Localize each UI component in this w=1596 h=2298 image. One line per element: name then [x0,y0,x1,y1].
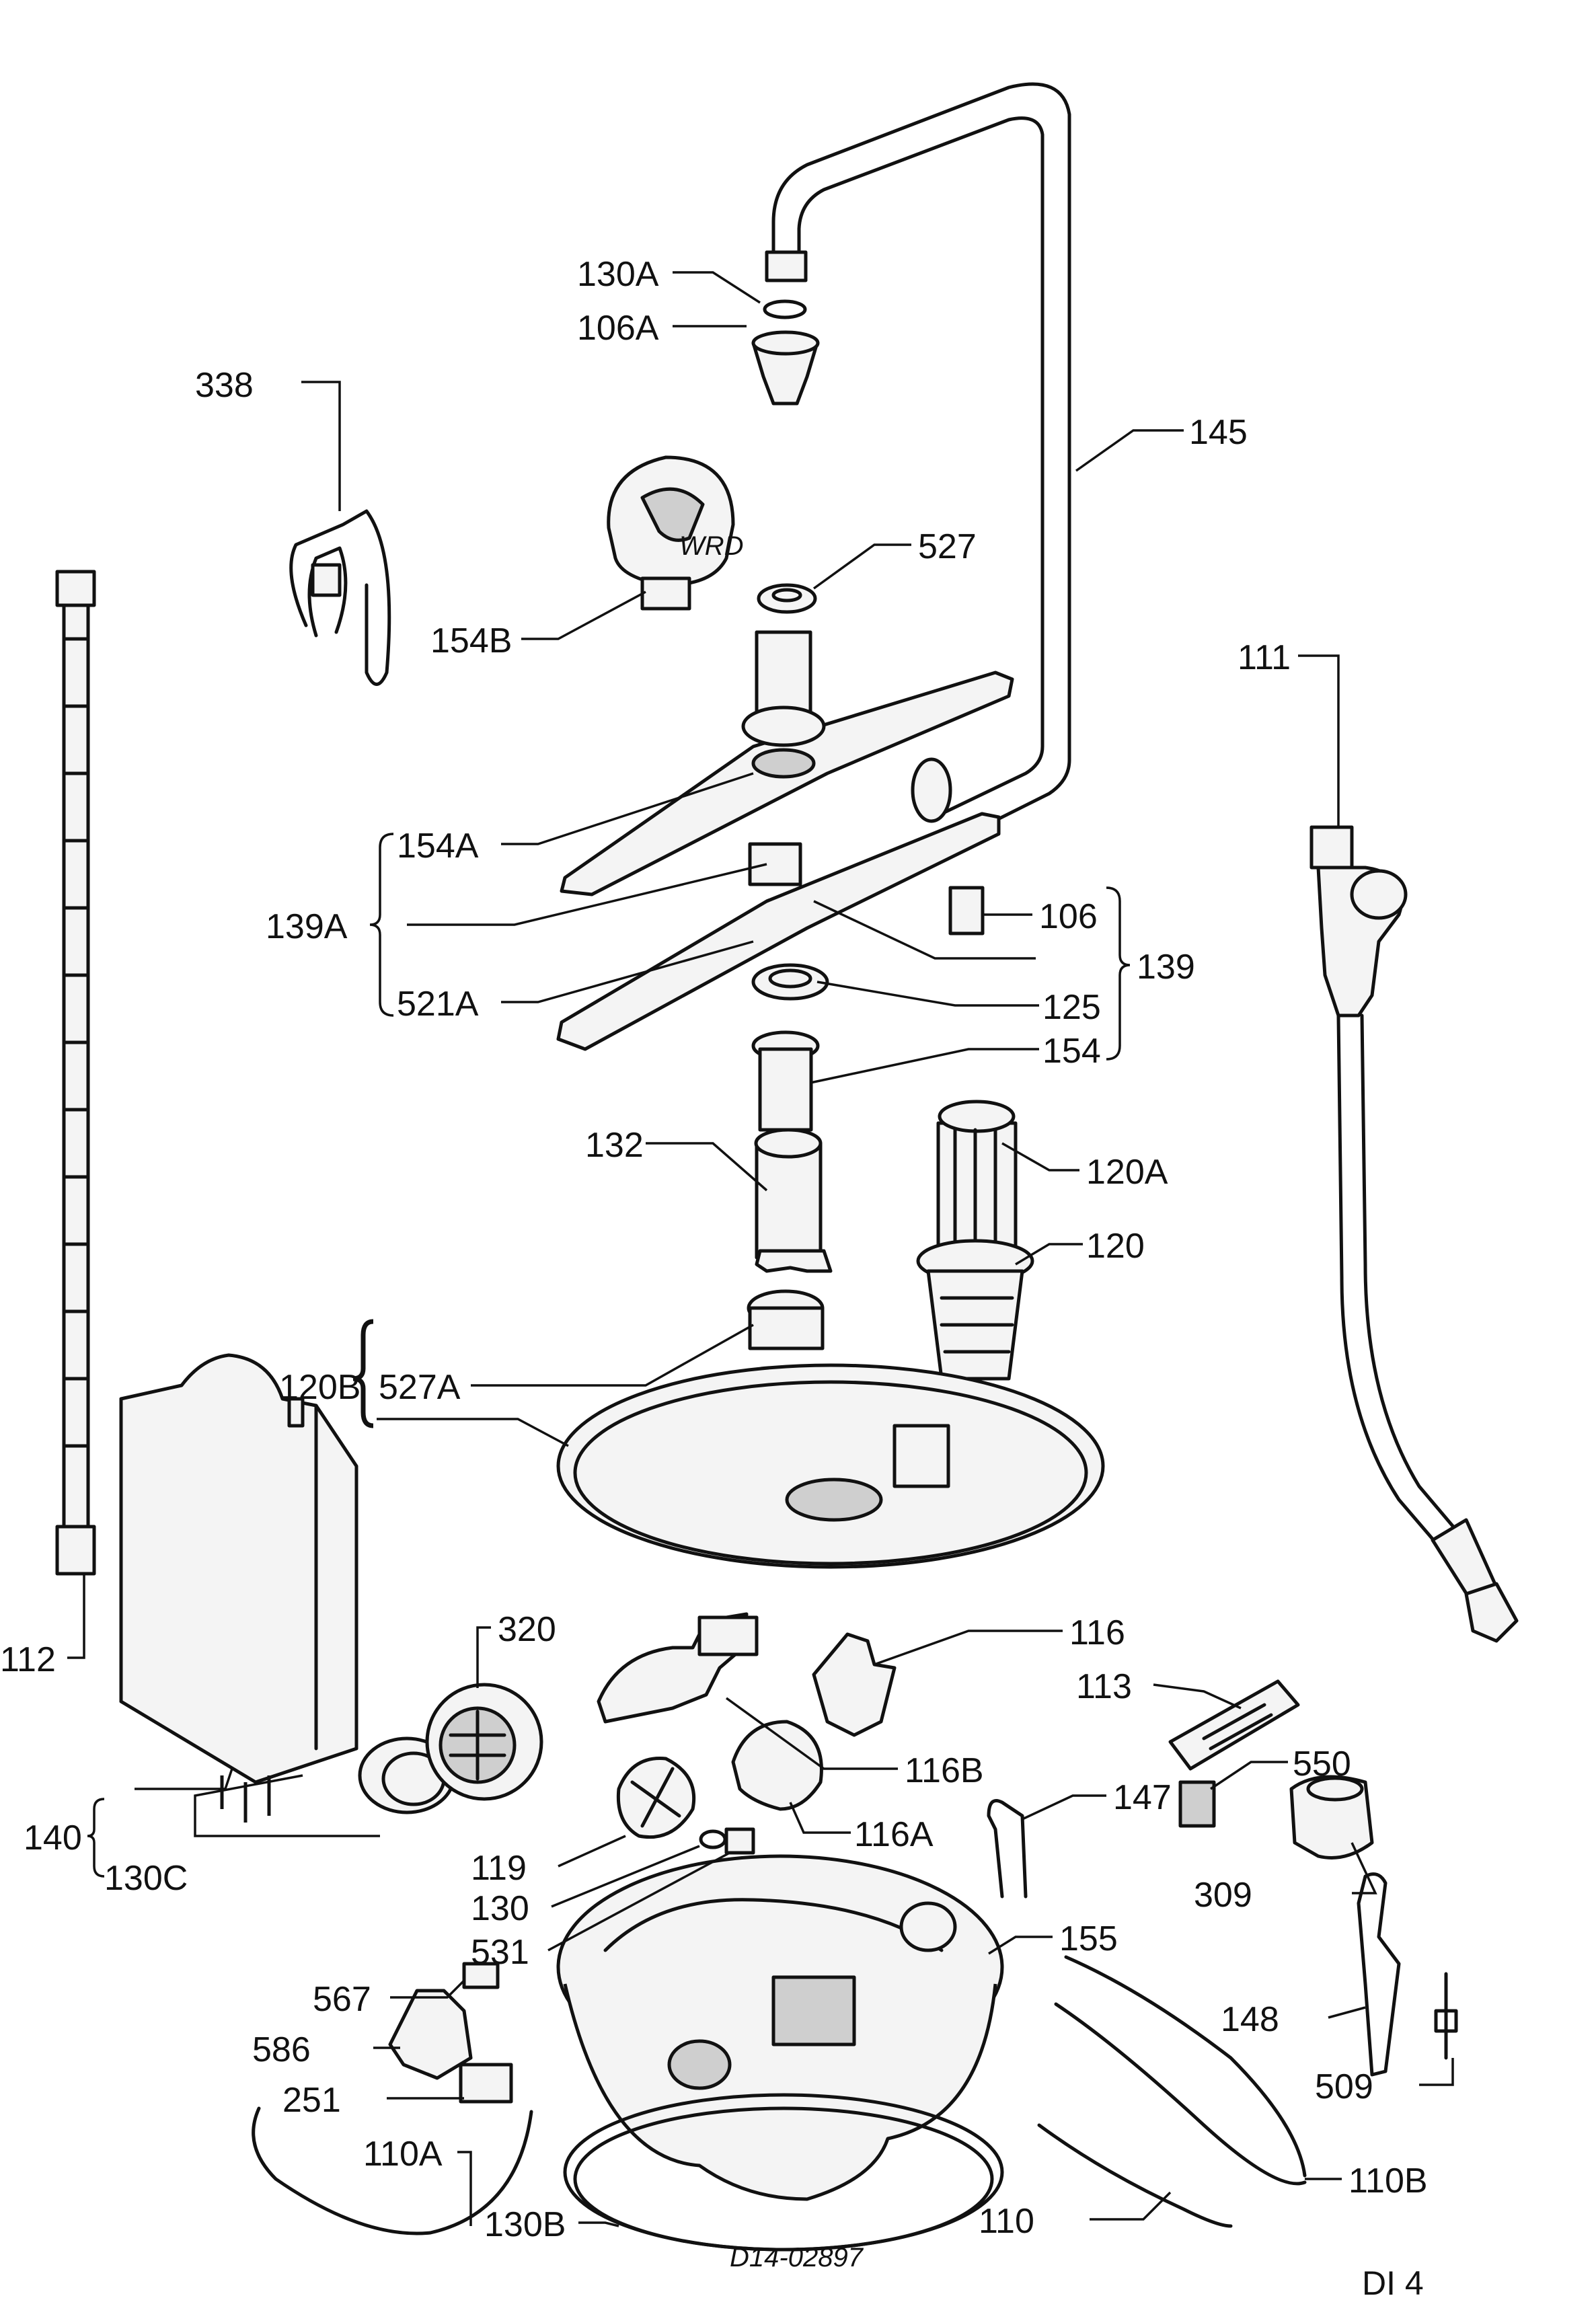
label-147: 147 [1113,1778,1172,1817]
label-154A: 154A [397,827,479,866]
label-309: 309 [1194,1876,1252,1915]
filter-plate-120B [556,1363,1105,1569]
label-130C: 130C [104,1859,188,1898]
label-531: 531 [471,1933,529,1972]
label-125: 125 [1042,988,1101,1027]
label-120A: 120A [1086,1153,1168,1192]
lower-spray-arm-521A [556,812,1001,1051]
o-ring-130A [763,299,807,319]
bracket-139A [369,833,394,1017]
clip-338 [289,509,391,686]
filter-120 [916,1239,1034,1381]
impeller-housing-116B [597,1612,759,1724]
inlet-valve-111 [1309,825,1408,1018]
nut-106A [751,330,820,406]
label-130: 130 [471,1889,529,1928]
label-521A: 521A [397,985,479,1024]
label-586: 586 [252,2030,311,2069]
label-527: 527 [918,527,977,566]
label-132: 132 [585,1126,644,1165]
label-139: 139 [1137,948,1195,987]
cap-309 [1289,1775,1374,1860]
gasket-130B [563,2093,1004,2252]
upper-spray-arm-154A [560,630,1014,896]
label-106: 106 [1039,897,1098,936]
label-116: 116 [1069,1613,1125,1652]
hose-110B [1054,1955,1307,2186]
clip-106 [948,886,985,935]
svg-text:WRD: WRD [679,531,744,561]
label-509: 509 [1315,2067,1373,2106]
inlet-hose-112 [55,570,96,1576]
drawing-code: D14-02897 [730,2243,864,2272]
drain-hose [1336,1013,1519,1643]
washer-130 [699,1829,727,1849]
label-155: 155 [1059,1919,1118,1958]
block-251 [459,2063,513,2104]
valve-116 [812,1632,897,1737]
label-251: 251 [282,2081,341,2120]
hose-110A [252,2106,533,2235]
hose-110 [1037,2123,1233,2228]
nut-527 [757,583,817,614]
hub-154B: WRD [607,455,744,611]
tube-132 [754,1128,833,1273]
pin-509 [1434,1972,1458,2060]
label-550: 550 [1293,1745,1351,1784]
ring-125 [751,963,829,1001]
spray-pipe-145 [765,82,1071,843]
label-130A: 130A [577,255,659,294]
label-139A: 139A [266,907,348,946]
label-110B: 110B [1348,2161,1428,2200]
label-567: 567 [313,1980,371,2019]
label-338: 338 [195,366,254,405]
label-116A: 116A [854,1815,934,1854]
label-145: 145 [1189,413,1248,452]
sump-155 [556,1854,1004,2201]
flap-116A [731,1720,823,1811]
screw-531 [724,1827,755,1855]
label-120: 120 [1086,1227,1145,1266]
clip-567 [462,1962,500,1989]
label-110: 110 [979,2202,1034,2241]
label-106A: 106A [577,309,659,348]
sheet-code: DI 4 [1362,2264,1424,2298]
leader-lines [67,271,1454,2227]
label-113: 113 [1076,1667,1132,1706]
label-112: 112 [0,1640,56,1679]
pin-147 [987,1799,1028,1899]
bracket-139 [1106,886,1131,1061]
clip-586 [388,1989,473,2080]
label-110A: 110A [363,2135,443,2174]
bracket-148 [1357,1872,1401,2077]
part-labels: 130A 106A 338 145 527 154B 111 154A 139A… [0,255,1428,2244]
label-111: 111 [1238,638,1291,677]
water-tank-140 [119,1353,358,1823]
bracket-120B [352,1319,374,1428]
filter-120A [936,1100,1018,1260]
label-116B: 116B [905,1751,984,1790]
label-140: 140 [24,1818,82,1857]
label-320: 320 [498,1610,556,1649]
block-550 [1178,1780,1216,1828]
bushing-154 [751,1030,820,1132]
label-119: 119 [471,1849,527,1888]
pipe-113 [1168,1679,1300,1771]
label-130B: 130B [484,2205,566,2244]
label-120B: 120B [279,1368,360,1407]
label-148: 148 [1221,2000,1279,2039]
collar-527A [747,1289,825,1350]
pump-cover-320 [425,1683,543,1801]
label-154: 154 [1042,1032,1101,1071]
bracket-140 [87,1798,105,1878]
label-527A: 527A [379,1368,461,1407]
impeller-119 [616,1757,696,1839]
label-154B: 154B [430,621,512,660]
